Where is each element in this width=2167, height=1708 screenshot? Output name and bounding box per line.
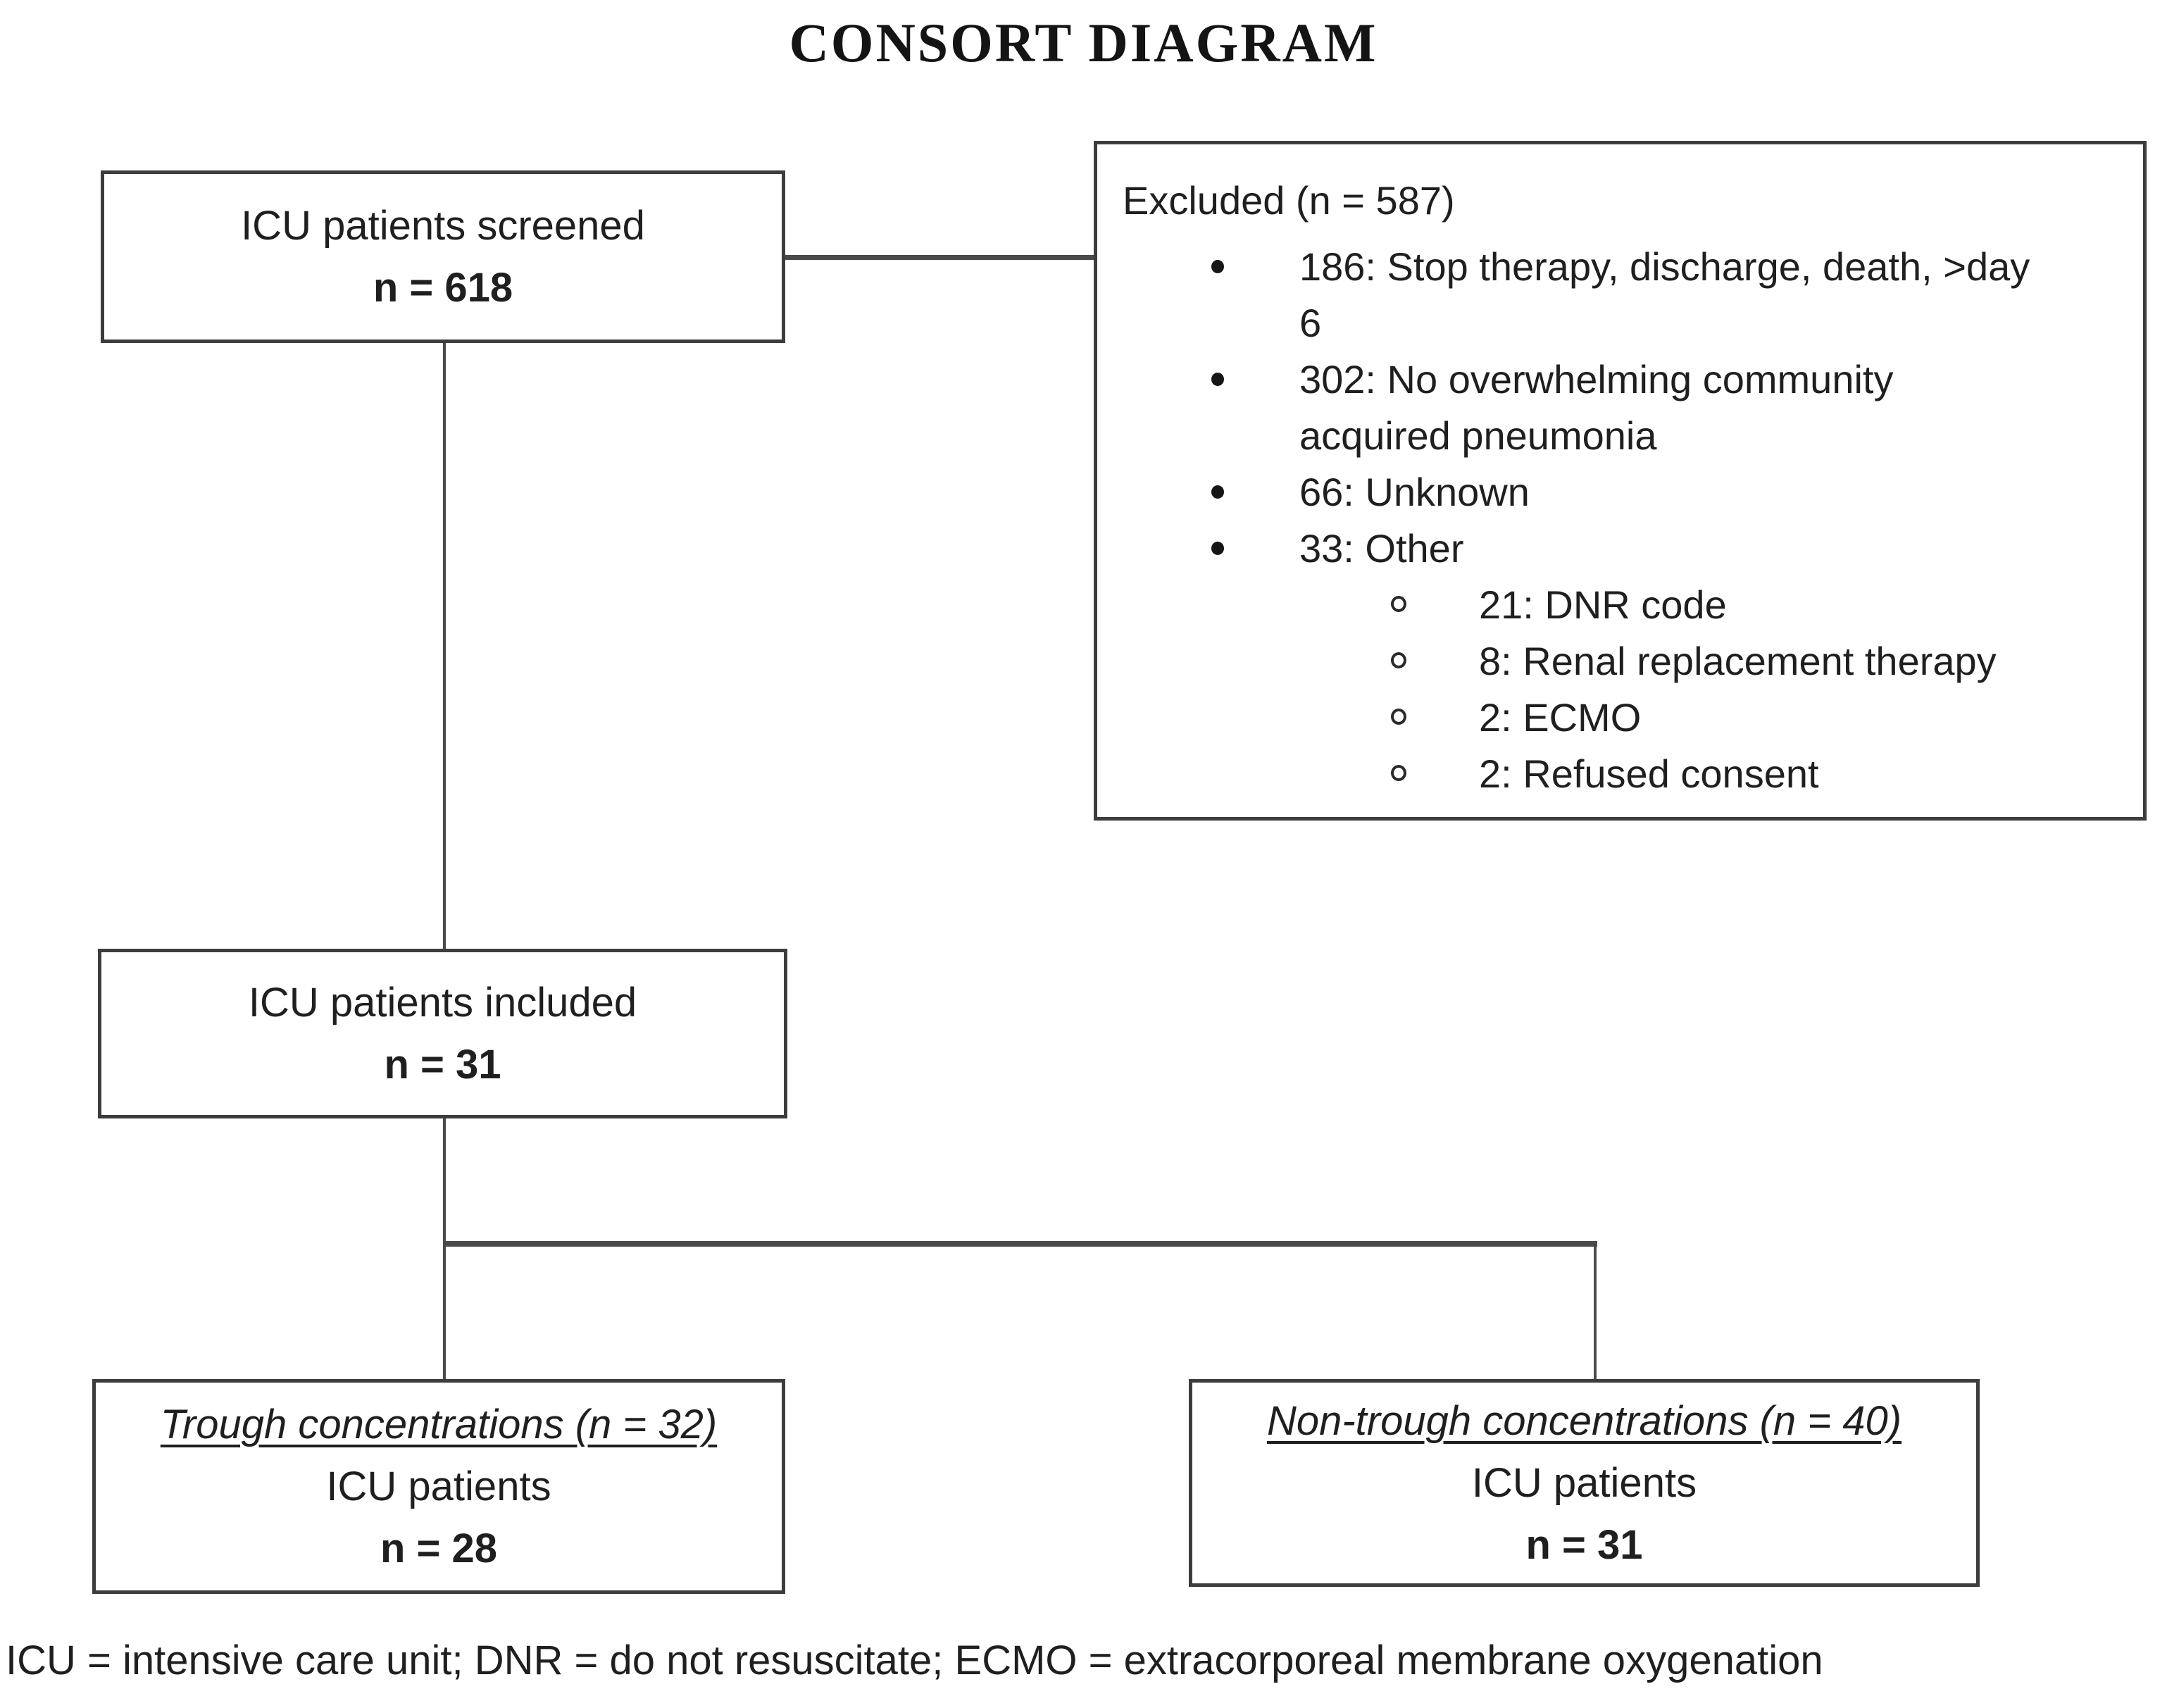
bullet-icon: [1211, 520, 1299, 555]
screened-label: ICU patients screened: [241, 202, 645, 249]
trough-count: n = 28: [380, 1525, 498, 1571]
excluded-sub-item-text: 2: ECMO: [1479, 695, 1642, 740]
excluded-list: 186: Stop therapy, discharge, death, >da…: [1123, 239, 2115, 802]
connector-included-to-trough: [443, 1118, 446, 1380]
abbreviations-footnote: ICU = intensive care unit; DNR = do not …: [6, 1638, 1823, 1683]
excluded-item: 66: Unknown: [1123, 464, 2115, 520]
excluded-sub-item: 2: Refused consent: [1123, 746, 2115, 802]
connector-branch-to-nontrough: [1594, 1246, 1597, 1380]
excluded-header: Excluded (n = 587): [1123, 178, 1455, 223]
excluded-sub-item-text: 8: Renal replacement therapy: [1479, 639, 1997, 683]
connector-screened-to-included: [443, 342, 446, 949]
excluded-item: 186: Stop therapy, discharge, death, >da…: [1123, 239, 2115, 351]
excluded-sub-item: 2: ECMO: [1123, 690, 2115, 746]
excluded-item: 33: Other: [1123, 520, 2115, 577]
nontrough-heading: Non-trough concentrations (n = 40): [1266, 1397, 1902, 1444]
flow-box-excluded: Excluded (n = 587) 186: Stop therapy, di…: [1094, 141, 2147, 821]
circle-icon: [1391, 690, 1479, 725]
connector-screened-to-excluded: [784, 255, 1095, 260]
circle-icon: [1391, 633, 1479, 668]
bullet-icon: [1211, 351, 1299, 386]
excluded-item-text: 33: Other: [1299, 526, 1464, 571]
screened-count: n = 618: [373, 264, 513, 311]
circle-icon: [1391, 577, 1479, 612]
flow-box-trough: Trough concentrations (n = 32) ICU patie…: [92, 1379, 785, 1594]
nontrough-label: ICU patients: [1471, 1459, 1697, 1506]
flow-box-nontrough: Non-trough concentrations (n = 40) ICU p…: [1189, 1379, 1980, 1587]
bullet-icon: [1211, 239, 1299, 273]
excluded-item-text: 66: Unknown: [1299, 470, 1530, 514]
included-label: ICU patients included: [248, 979, 637, 1026]
flow-box-included: ICU patients included n = 31: [98, 949, 787, 1118]
excluded-item: 302: No overwhelming community acquired …: [1123, 351, 2115, 464]
connector-branch-horizontal: [443, 1241, 1597, 1247]
excluded-sub-item-text: 21: DNR code: [1479, 582, 1727, 627]
trough-label: ICU patients: [326, 1463, 551, 1509]
diagram-title: CONSORT DIAGRAM: [789, 12, 1378, 73]
excluded-item-text: 186: Stop therapy, discharge, death, >da…: [1299, 244, 2030, 345]
excluded-sub-item: 21: DNR code: [1123, 577, 2115, 633]
nontrough-count: n = 31: [1525, 1521, 1643, 1568]
flow-box-screened: ICU patients screened n = 618: [101, 170, 785, 343]
excluded-item-text: 302: No overwhelming community acquired …: [1299, 357, 1894, 458]
bullet-icon: [1211, 464, 1299, 499]
circle-icon: [1391, 746, 1479, 781]
trough-heading: Trough concentrations (n = 32): [160, 1401, 718, 1447]
included-count: n = 31: [384, 1041, 501, 1087]
excluded-sub-item-text: 2: Refused consent: [1479, 752, 1819, 796]
excluded-sub-item: 8: Renal replacement therapy: [1123, 633, 2115, 690]
